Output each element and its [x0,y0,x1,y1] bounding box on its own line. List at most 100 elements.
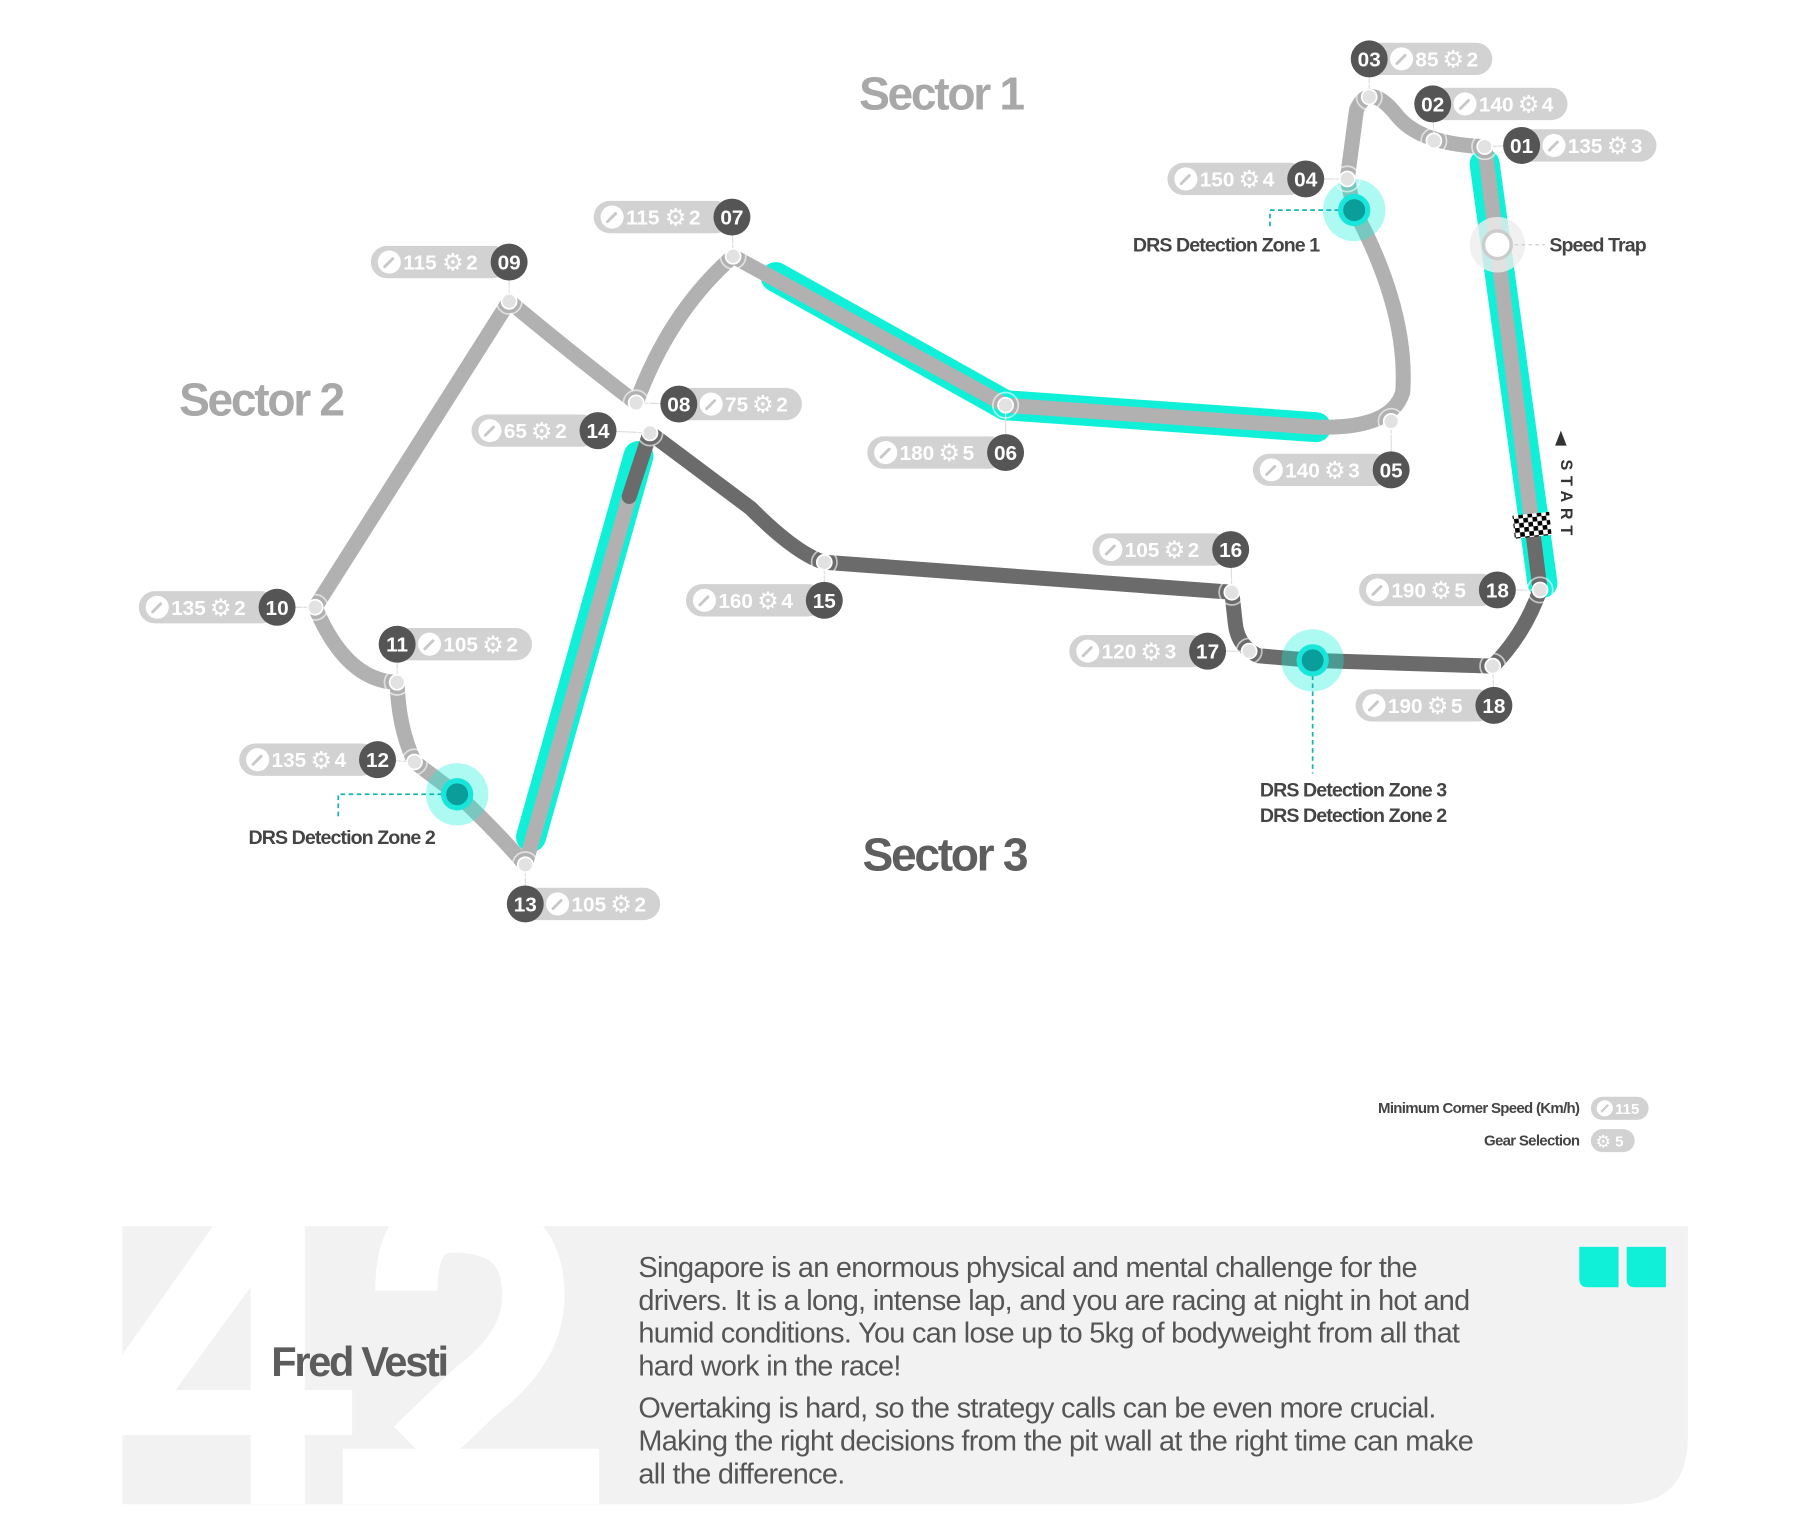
corner-marker [641,424,659,442]
legend-gear-label: Gear Selection [1484,1132,1580,1149]
corner-02: 140⚙402 [1414,85,1568,155]
corner-marker [1240,642,1258,660]
corner-min-speed: 135 [272,749,307,772]
corner-info-pill [1252,453,1392,487]
corner-number: 05 [1380,459,1403,482]
corner-min-speed: 190 [1391,579,1426,602]
corner-info-pill [507,887,661,921]
drs-detection-point-1 [1269,178,1386,242]
gear-icon: ⚙ [1324,456,1346,485]
quote-line: Singapore is an enormous physical and me… [638,1252,1416,1284]
gear-icon: ⚙ [1596,1133,1612,1153]
corner-info-pill [1351,42,1493,76]
corner-number-badge [378,625,416,663]
corner-min-speed: 135 [171,597,206,620]
legend: Minimum Corner Speed (Km/h) 115 Gear Sel… [1378,1096,1649,1153]
corner-marker [1338,170,1356,188]
corner-number-badge [1503,126,1541,164]
corner-number-badge [713,198,751,236]
corner-gear: 2 [1467,48,1479,71]
corner-min-speed: 115 [626,207,660,230]
corner-marker [388,673,406,691]
corner-min-speed: 105 [443,634,478,657]
corner-gear: 2 [776,394,788,417]
corner-gear: 2 [689,207,701,230]
corner-number: 06 [994,442,1017,465]
corner-number-badge [1478,571,1516,609]
driver-name: Fred Vesti [271,1338,447,1385]
corner-number: 04 [1294,168,1318,191]
corner-number: 10 [266,597,289,620]
corner-number-badge [1414,85,1452,123]
corner-min-speed: 135 [1568,135,1603,158]
corner-min-speed: 140 [1285,459,1320,482]
corner-gear: 2 [555,420,567,443]
corner-gear: 5 [1454,579,1466,602]
quote-line: humid conditions. You can lose up to 5kg… [638,1318,1460,1350]
gear-icon: ⚙ [1430,576,1452,605]
corner-info-pill [1504,129,1657,162]
corner-min-speed: 160 [718,590,753,613]
gear-icon: ⚙ [665,203,687,232]
corner-info-pill [1359,573,1498,607]
sector-2-label: Sector 2 [179,374,343,426]
corner-min-speed: 120 [1102,641,1137,664]
legend-gear-example: 5 [1615,1133,1623,1150]
corner-number-badge [1350,40,1388,78]
corner-marker [1360,88,1378,106]
gear-icon: ⚙ [752,390,774,419]
corner-number-badge [506,885,544,923]
corner-number-badge [1287,160,1325,198]
drs-detection-zone-3-label: DRS Detection Zone 3 [1260,780,1447,802]
corner-gear: 2 [1188,539,1200,562]
corner-gear: 4 [1263,168,1275,191]
drs-detection-zone-2-label: DRS Detection Zone 2 [249,827,436,849]
corner-gear: 2 [466,252,478,275]
corner-gear: 2 [234,597,246,620]
gear-icon: ⚙ [1607,131,1629,160]
corner-info-pill [593,200,732,234]
gear-icon: ⚙ [310,745,332,774]
legend-speed-example: 115 [1615,1101,1639,1118]
checkered-flag-icon [1512,511,1552,539]
corner-01: 135⚙301 [1471,126,1657,164]
corner-number: 18 [1486,579,1509,602]
quote-paragraph-1: Singapore is an enormous physical and me… [638,1252,1469,1383]
corner-min-speed: 115 [403,252,437,275]
corner-marker [1223,583,1241,601]
corner-number: 12 [366,749,389,772]
corner-marker [1425,132,1443,150]
gear-icon: ⚙ [938,438,960,467]
corner-number: 16 [1219,539,1242,562]
corner-marker [627,394,645,412]
corner-marker [1484,657,1502,675]
gear-icon: ⚙ [1163,535,1185,564]
gear-icon: ⚙ [210,593,232,622]
corner-03: 85⚙203 [1350,40,1493,111]
gear-icon: ⚙ [1427,691,1449,720]
corner-marker [516,856,534,874]
corner-gear: 5 [1451,695,1463,718]
corner-number: 13 [514,893,537,916]
quote-line: Making the right decisions from the pit … [638,1426,1473,1458]
corner-marker [815,553,833,571]
driver-quote-card: Fred Vesti Singapore is an enormous phys… [122,1226,1688,1505]
corner-min-speed: 105 [571,893,606,916]
corner-18: 190⚙5 18 [1359,571,1554,609]
corner-marker [997,396,1014,414]
corner-number-badge [1212,531,1250,569]
corner-number-badge [805,581,843,619]
corner-number: 11 [386,634,408,657]
corner-number: 14 [586,420,610,443]
corner-number-badge [1475,686,1513,724]
corner-info-pill [685,584,825,617]
corner-min-speed: 85 [1415,48,1438,71]
corner-info-pill [867,436,1006,469]
quote-line: Overtaking is hard, so the strategy call… [638,1393,1435,1425]
